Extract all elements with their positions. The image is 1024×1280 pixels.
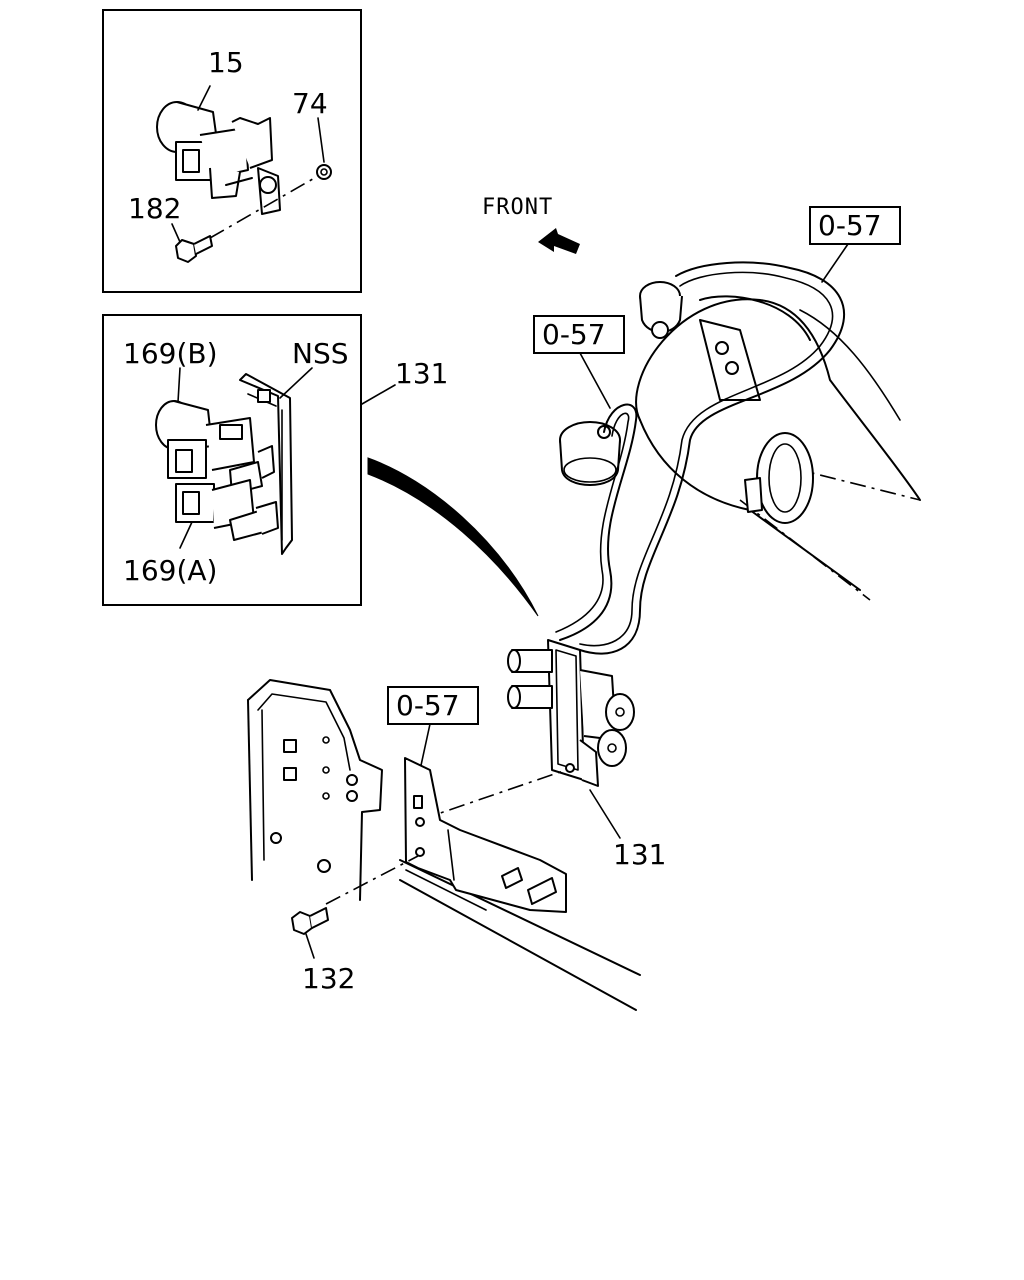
label-169a: 169(A) xyxy=(123,554,217,587)
leader-169a xyxy=(179,521,193,549)
leader-74 xyxy=(317,117,325,163)
pipe-clamp xyxy=(756,432,814,524)
label-169b: 169(B) xyxy=(123,337,218,370)
bolt-axis-182 xyxy=(209,175,319,239)
nut-74 xyxy=(316,164,332,180)
leader-132 xyxy=(305,933,315,959)
bolt-132 xyxy=(291,907,329,935)
label-131-main: 131 xyxy=(613,838,666,871)
label-nss: NSS xyxy=(292,337,349,370)
leader-nss xyxy=(279,367,313,399)
svg-text:0-57: 0-57 xyxy=(396,689,460,722)
label-74: 74 xyxy=(292,87,328,120)
label-131-inset: 131 xyxy=(395,357,448,390)
leader-ref-top-right xyxy=(821,243,849,283)
brake-actuator-front xyxy=(559,421,621,486)
ref-box-middle: 0-57 xyxy=(533,315,625,354)
solenoid-valve-169a xyxy=(175,479,279,541)
brake-actuator-rear xyxy=(639,281,761,401)
front-indicator: FRONT xyxy=(482,195,580,254)
ref-box-top-right: 0-57 xyxy=(809,206,901,245)
label-front: FRONT xyxy=(482,195,553,220)
leader-131-main xyxy=(589,789,621,839)
svg-text:0-57: 0-57 xyxy=(818,209,882,242)
front-arrow-icon xyxy=(538,228,580,254)
solenoid-valve-15 xyxy=(156,101,281,215)
leader-131-inset xyxy=(361,384,396,405)
inset-solenoid-169: 169(B) NSS 169(A) xyxy=(102,314,362,606)
leader-15 xyxy=(197,85,211,111)
leader-ref-bracket xyxy=(419,723,431,771)
mount-axis-131 xyxy=(419,769,567,821)
bracket-nss xyxy=(239,373,293,555)
label-182: 182 xyxy=(128,192,181,225)
solenoid-assembly-131 xyxy=(507,639,635,787)
exhaust-pipe xyxy=(635,295,921,601)
label-132: 132 xyxy=(302,962,355,995)
leader-169b xyxy=(177,367,181,403)
label-15: 15 xyxy=(208,46,244,79)
frame-rail xyxy=(399,859,641,1011)
leader-ref-middle xyxy=(579,352,611,409)
solenoid-valve-169b xyxy=(155,400,275,495)
frame-crossmember xyxy=(247,679,383,901)
leader-182 xyxy=(171,223,181,243)
inset-solenoid-15: 15 74 182 xyxy=(102,9,362,293)
svg-text:0-57: 0-57 xyxy=(542,318,606,351)
callout-arrow xyxy=(367,457,539,617)
stud-bolts xyxy=(501,867,557,905)
bolt-182 xyxy=(175,235,213,263)
bolt-axis-132 xyxy=(325,855,419,905)
vacuum-hoses xyxy=(555,261,846,655)
mounting-bracket xyxy=(404,757,567,913)
ref-box-bracket: 0-57 xyxy=(387,686,479,725)
